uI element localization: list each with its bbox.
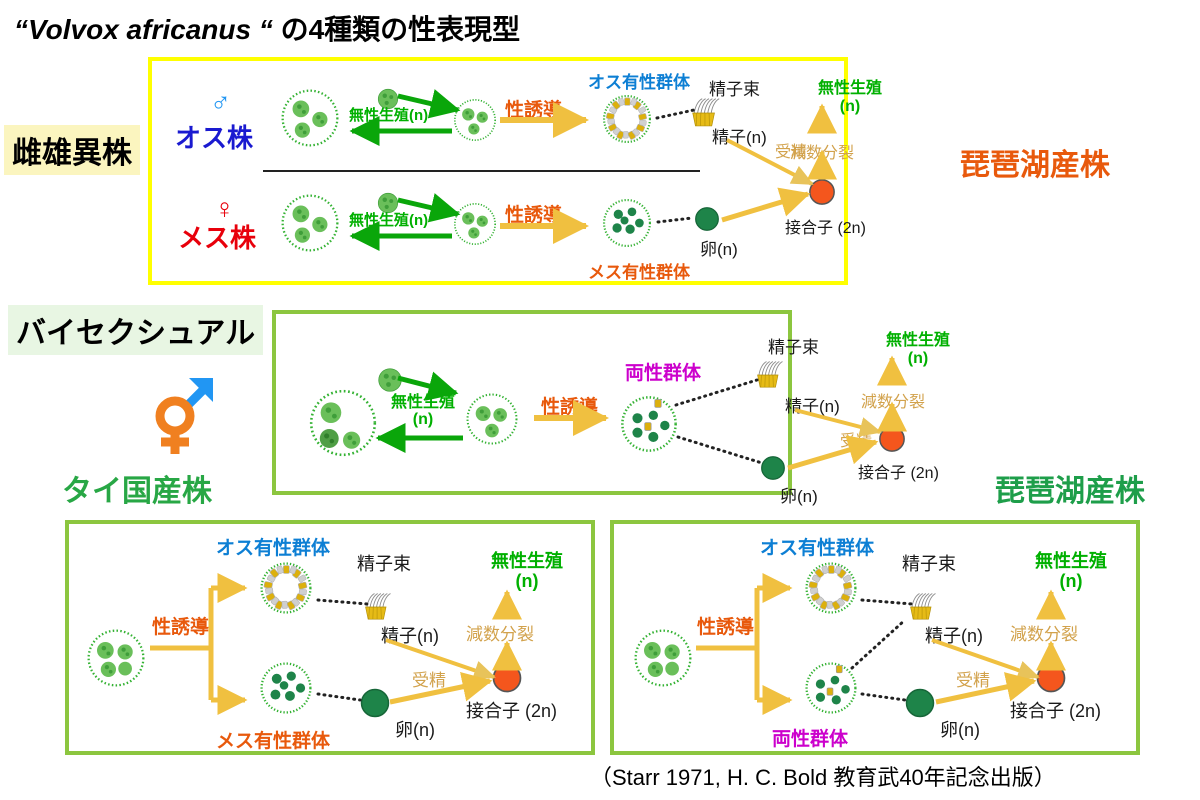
mars-icon: ♂ <box>210 86 231 117</box>
sex-induction-label-male: 性誘導 <box>505 100 563 121</box>
volvox-asexual-colony-small-icon <box>375 365 405 395</box>
category-tag-dioecious: 雌雄異株 <box>4 125 140 175</box>
sperm-bundle-icon <box>363 592 395 622</box>
male-sexual-colony-label-thai: オス有性群体 <box>216 538 331 559</box>
category-tag-bisexual: バイセクシュアル <box>8 305 264 355</box>
asexual-reproduction-label-bisexual-right: 無性生殖 (n) <box>868 332 968 367</box>
sperm-bundle-label-biwa: 精子束 <box>902 554 956 574</box>
volvox-male-colony-icon <box>596 88 658 150</box>
volvox-asexual-colony-icon <box>272 185 348 261</box>
zygote-icon <box>1036 663 1066 693</box>
strain-label-thai: タイ国産株 <box>62 475 212 508</box>
female-sexual-colony-label: メス有性群体 <box>588 263 690 282</box>
thai-strain-panel <box>65 520 595 755</box>
page-title: “Volvox africanus “ の4種類の性表現型 <box>14 8 520 48</box>
citation-text: （Starr 1971, H. C. Bold 教育武40年記念出版） <box>590 765 1056 790</box>
egg-label-thai: 卵(n) <box>395 720 435 740</box>
fertilization-label-thai: 受精 <box>412 671 446 690</box>
egg-label-bisexual: 卵(n) <box>780 487 818 506</box>
sex-induction-label-thai: 性誘導 <box>152 617 210 638</box>
egg-label: 卵(n) <box>700 240 738 259</box>
sperm-bundle-icon <box>755 360 787 390</box>
meiosis-label-biwa: 減数分裂 <box>1010 625 1078 644</box>
sperm-label: 精子(n) <box>712 128 767 147</box>
sperm-bundle-label-bisexual: 精子束 <box>768 338 819 357</box>
egg-cell-icon <box>905 688 935 718</box>
meiosis-label-bisexual: 減数分裂 <box>861 394 926 411</box>
egg-cell-icon <box>694 206 720 232</box>
sperm-label-biwa: 精子(n) <box>925 626 983 646</box>
asexual-reproduction-label-bisexual: 無性生殖 (n) <box>378 394 468 429</box>
volvox-asexual-colony-icon <box>447 196 503 252</box>
zygote-label-biwa: 接合子 (2n) <box>1010 701 1102 721</box>
egg-cell-icon <box>760 455 786 481</box>
bisexual-colony-label: 両性群体 <box>625 363 702 384</box>
female-sexual-colony-label-thai: メス有性群体 <box>216 731 331 752</box>
sex-induction-label-bisexual: 性誘導 <box>541 397 599 418</box>
sex-induction-label-biwa: 性誘導 <box>697 617 755 638</box>
asexual-line1: 無性生殖 <box>390 394 455 411</box>
volvox-bisexual-colony-icon <box>613 388 685 460</box>
egg-label-biwa: 卵(n) <box>940 720 980 740</box>
meiosis-label-top: 減数分裂 <box>790 145 855 162</box>
volvox-female-colony-icon <box>596 192 658 254</box>
zygote-icon <box>808 178 836 206</box>
volvox-male-colony-icon <box>253 555 319 621</box>
volvox-asexual-colony-icon <box>300 380 386 466</box>
asexual-line1: 無性生殖 <box>1035 551 1107 571</box>
volvox-male-colony-icon <box>798 555 864 621</box>
male-sexual-colony-label: オス有性群体 <box>588 73 690 92</box>
zygote-label-thai: 接合子 (2n) <box>466 701 558 721</box>
strain-label-biwa-top: 琵琶湖産株 <box>960 149 1110 182</box>
meiosis-label-thai: 減数分裂 <box>466 625 534 644</box>
volvox-bisexual-colony-icon <box>798 655 864 721</box>
asexual-reproduction-label-thai: 無性生殖 (n) <box>472 551 582 592</box>
volvox-female-colony-icon <box>253 655 319 721</box>
sperm-bundle-icon <box>908 592 940 622</box>
mars-venus-icon <box>135 370 225 460</box>
page-title-rest: の4種類の性表現型 <box>272 14 521 45</box>
sperm-bundle-label-thai: 精子束 <box>357 554 411 574</box>
volvox-asexual-colony-small-icon <box>375 86 401 112</box>
fertilization-label-biwa: 受精 <box>956 671 990 690</box>
asexual-line2: (n) <box>839 97 861 115</box>
fertilization-label-bisexual: 受精 <box>840 433 873 450</box>
panel-divider <box>263 170 700 172</box>
strain-label-biwa-bottom: 琵琶湖産株 <box>995 475 1145 508</box>
page-title-latin: “Volvox africanus “ <box>14 14 273 45</box>
bisexual-colony-label-biwa: 両性群体 <box>772 729 849 750</box>
sperm-label-bisexual: 精子(n) <box>785 397 840 416</box>
asexual-reproduction-label-biwa: 無性生殖 (n) <box>1016 551 1126 592</box>
asexual-line2: (n) <box>907 349 929 367</box>
asexual-line1: 無性生殖 <box>817 80 882 97</box>
volvox-asexual-colony-icon <box>272 80 348 156</box>
male-strain-label: オス株 <box>175 123 254 153</box>
volvox-asexual-colony-icon <box>447 92 503 148</box>
volvox-asexual-colony-icon <box>458 385 526 453</box>
asexual-reproduction-label-male: 無性生殖(n) <box>349 107 429 124</box>
asexual-line1: 無性生殖 <box>885 332 950 349</box>
asexual-line2: (n) <box>412 410 434 428</box>
female-strain-label: メス株 <box>178 223 257 253</box>
volvox-asexual-colony-icon <box>625 620 701 696</box>
asexual-line2: (n) <box>515 570 539 591</box>
asexual-line1: 無性生殖 <box>491 551 563 571</box>
egg-cell-icon <box>360 688 390 718</box>
venus-icon: ♀ <box>214 193 235 224</box>
sperm-label-thai: 精子(n) <box>381 626 439 646</box>
sex-induction-label-female: 性誘導 <box>505 205 563 226</box>
zygote-icon <box>492 663 522 693</box>
asexual-line2: (n) <box>1059 570 1083 591</box>
volvox-asexual-colony-icon <box>78 620 154 696</box>
sperm-bundle-label: 精子束 <box>709 80 760 99</box>
zygote-label-bisexual: 接合子 (2n) <box>858 465 939 482</box>
male-sexual-colony-label-biwa: オス有性群体 <box>760 538 875 559</box>
sperm-bundle-icon <box>690 97 724 129</box>
asexual-reproduction-label-female: 無性生殖(n) <box>349 212 429 229</box>
asexual-reproduction-label-top-right: 無性生殖 (n) <box>800 80 900 115</box>
zygote-icon <box>878 425 906 453</box>
zygote-label-top: 接合子 (2n) <box>785 220 866 237</box>
